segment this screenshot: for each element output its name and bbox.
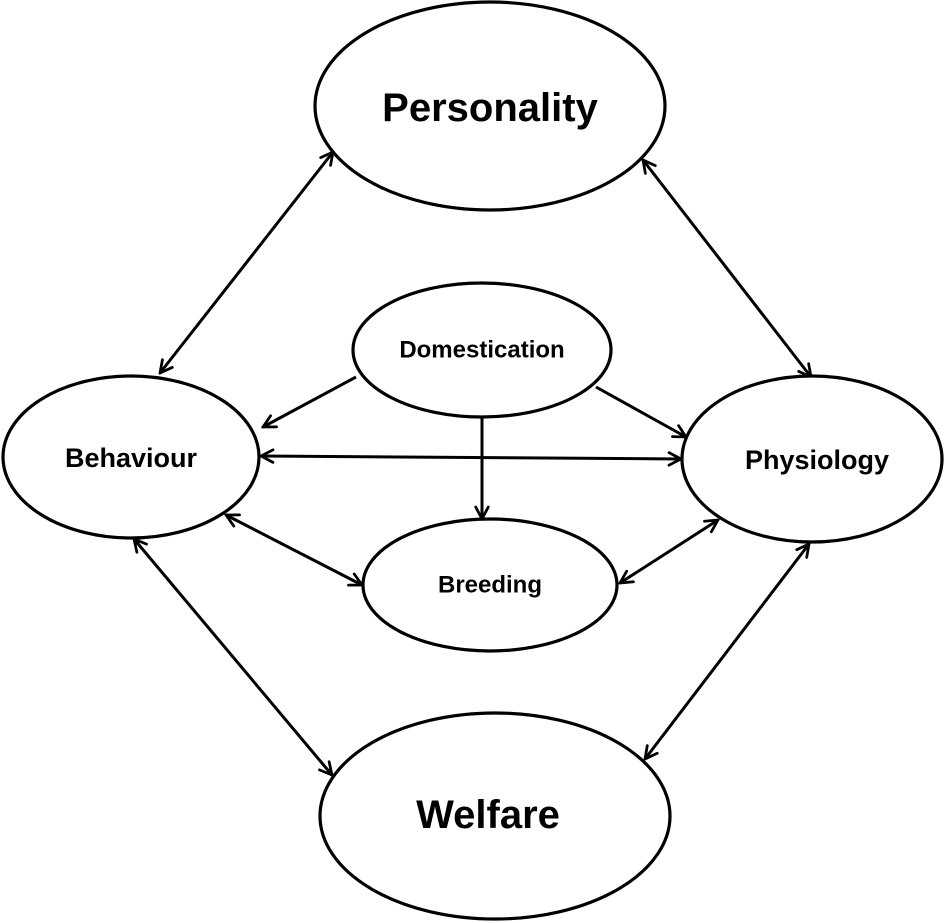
domestication-ellipse xyxy=(351,281,613,419)
personality-label: Personality xyxy=(382,86,598,130)
edge-behaviour-breeding xyxy=(226,515,362,585)
edge-behaviour-physiology xyxy=(261,456,681,459)
node-physiology: Physiology xyxy=(680,374,944,544)
behaviour-label: Behaviour xyxy=(65,443,198,473)
node-breeding: Breeding xyxy=(361,517,619,653)
edges xyxy=(134,152,811,775)
personality-ellipse xyxy=(313,0,667,212)
edge-personality-behaviour xyxy=(160,152,333,373)
edge-physiology-welfare xyxy=(645,544,809,759)
node-personality: Personality xyxy=(313,0,667,212)
behaviour-ellipse xyxy=(1,374,261,540)
edge-behaviour-welfare xyxy=(134,539,332,775)
node-welfare: Welfare xyxy=(318,711,672,921)
domestication-label: Domestication xyxy=(399,337,564,364)
breeding-ellipse xyxy=(361,517,619,653)
welfare-label: Welfare xyxy=(416,793,560,837)
node-behaviour: Behaviour xyxy=(1,374,261,540)
edge-personality-physiology xyxy=(643,160,811,377)
physiology-ellipse xyxy=(680,374,944,544)
welfare-ellipse xyxy=(318,711,672,921)
edge-domestication-behaviour xyxy=(263,375,357,427)
breeding-label: Breeding xyxy=(438,572,542,599)
physiology-label: Physiology xyxy=(745,445,889,475)
edge-domestication-physiology xyxy=(595,385,686,437)
edge-physiology-breeding xyxy=(620,520,718,583)
node-domestication: Domestication xyxy=(351,281,613,419)
